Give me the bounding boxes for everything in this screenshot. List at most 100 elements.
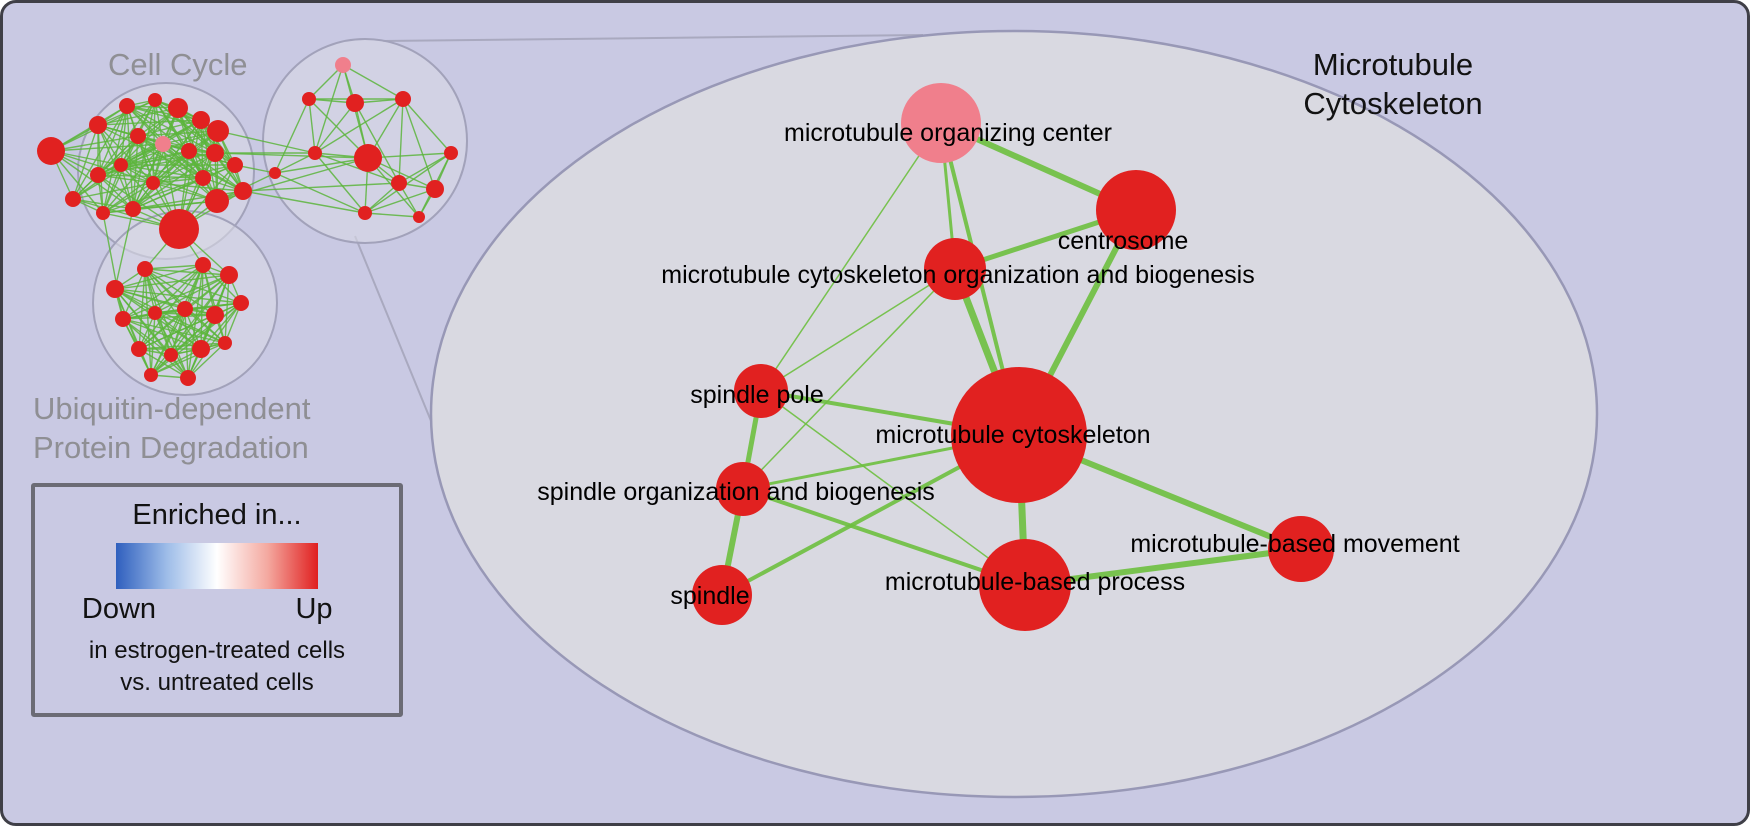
mini-network-node [395, 91, 411, 107]
mini-network-node [195, 170, 211, 186]
mini-network-edge [138, 268, 146, 350]
mini-network-edge [137, 130, 219, 137]
mini-network-node [358, 206, 372, 220]
legend-subtitle-line1: in estrogen-treated cells [88, 637, 346, 664]
mini-network-edge [364, 152, 452, 214]
mini-network-node [206, 144, 224, 162]
mini-network-edge [152, 152, 216, 184]
mini-network-edge [187, 342, 226, 379]
mini-network-node [227, 157, 243, 173]
mini-network-edge [274, 98, 310, 174]
cluster-label-cell-cycle: Cell Cycle [108, 47, 248, 82]
mini-network-edge [132, 130, 219, 210]
mini-network-edge [137, 119, 202, 137]
mini-network-edge [102, 182, 154, 214]
mini-network-edge [152, 182, 244, 192]
mini-network-edge [214, 152, 369, 159]
mini-network-edge [402, 98, 436, 190]
zoom-node-mt_cyto [951, 367, 1087, 503]
mini-network-node [164, 348, 178, 362]
mini-network-edge [72, 198, 134, 210]
mini-network-node [207, 120, 229, 142]
mini-network-node [119, 98, 135, 114]
mini-network-edge [144, 268, 152, 376]
mini-network-node [335, 57, 351, 73]
mini-network-edge [314, 64, 344, 154]
mini-network-node [137, 261, 153, 277]
cluster-label-ubiquitin: Ubiquitin-dependent Protein Degradation [33, 389, 311, 467]
mini-network-node [114, 158, 128, 172]
mini-network-edge [177, 107, 204, 179]
mini-network-edge [154, 312, 189, 379]
zoom-node-label-process: microtubule-based process [885, 568, 1185, 596]
mini-network-edge [152, 177, 204, 184]
mini-network-edge [102, 177, 204, 214]
mini-network-edge [120, 164, 204, 179]
mini-network-node [346, 94, 364, 112]
mini-network-edge [137, 135, 204, 179]
mini-network-edge [162, 143, 204, 179]
mini-network-node [177, 301, 193, 317]
mini-network-edge [162, 143, 218, 202]
mini-network-node [426, 180, 444, 198]
zoom-node-spindle [692, 565, 752, 625]
mini-network-edge [144, 268, 230, 276]
mini-network-edge [122, 318, 202, 350]
mini-network-node [155, 136, 171, 152]
mini-network-node [391, 175, 407, 191]
mini-network-edge [184, 308, 226, 344]
mini-network-edge [152, 150, 190, 184]
mini-network-node [125, 201, 141, 217]
mini-network-edge [364, 212, 420, 218]
zoom-node-centrosome [1096, 170, 1176, 250]
mini-network-node [233, 295, 249, 311]
zoom-network-edge-spindle_org-process [741, 487, 1027, 587]
mini-network-node [195, 257, 211, 273]
mini-network-node [192, 340, 210, 358]
mini-network-edge [150, 274, 230, 376]
mini-network-edge [274, 157, 369, 174]
mini-network-edge [177, 107, 236, 166]
legend-title: Enriched in... [132, 499, 302, 531]
mini-network-edge [114, 264, 204, 290]
mini-network-node [302, 92, 316, 106]
mini-network-edge [97, 152, 216, 176]
zoom-network-edge-process-movement [1022, 546, 1304, 588]
mini-network-node [130, 128, 146, 144]
mini-network-node [96, 206, 110, 220]
mini-network-edge [184, 302, 242, 310]
mini-network-node [308, 146, 322, 160]
mini-network-node [146, 176, 160, 190]
mini-network-edge [217, 130, 316, 154]
mini-network-edge [122, 314, 216, 320]
mini-network-edge [138, 308, 186, 350]
mini-network-node [106, 280, 124, 298]
mini-network-edge [120, 164, 218, 202]
mini-network-node [269, 167, 281, 179]
network-canvas: microtubule organizing centercentrosomem… [37, 29, 1599, 799]
mini-network-edge [154, 312, 172, 356]
mini-network-node [192, 111, 210, 129]
zoom-network-edge-moc-spindle_pole [760, 122, 942, 392]
ubiquitin-label-line2: Protein Degradation [33, 430, 309, 465]
mini-network-edge [154, 264, 204, 314]
mini-network-edge [150, 308, 186, 376]
mini-network-node [168, 98, 188, 118]
mini-network-edge [150, 342, 226, 376]
zoom-node-spindle_pole [734, 364, 788, 418]
mini-network-edge [138, 348, 189, 379]
mini-network-node [413, 211, 425, 223]
mini-network-edge [114, 274, 230, 290]
mini-network-edge [120, 107, 179, 166]
mini-network-edge [308, 98, 316, 154]
mini-network-node [159, 209, 199, 249]
mini-network-edge [152, 164, 236, 184]
mini-network-edge [150, 312, 156, 376]
legend-down-label: Down [81, 593, 157, 625]
mini-network-edge [200, 302, 242, 350]
mini-network-node [206, 306, 224, 324]
mini-network-node [148, 306, 162, 320]
mini-network-edge [72, 105, 128, 200]
mini-network-edge [137, 135, 218, 202]
mini-network-node [65, 191, 81, 207]
